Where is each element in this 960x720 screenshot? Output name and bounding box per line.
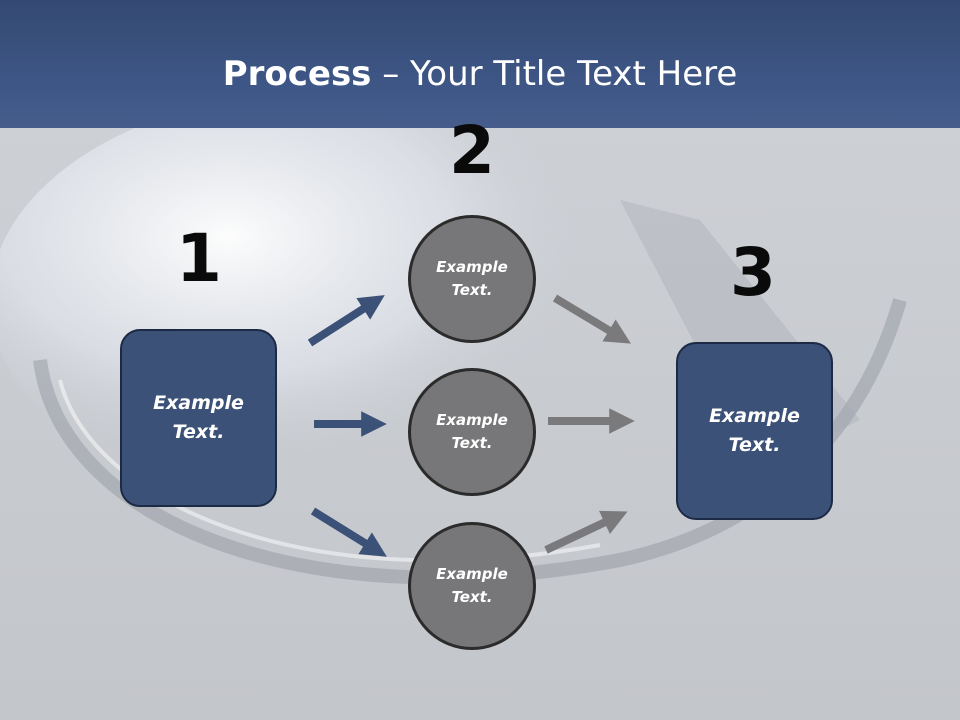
circle-top-line2: Text. xyxy=(451,281,493,299)
process-circle-middle[interactable]: Example Text. xyxy=(408,368,536,496)
arrow-down-right-2 xyxy=(552,294,631,344)
right-box-line1: Example xyxy=(709,405,800,427)
slide-title[interactable]: Process – Your Title Text Here xyxy=(0,52,960,96)
circle-top-line1: Example xyxy=(436,258,508,276)
circle-bottom-line2: Text. xyxy=(451,588,493,606)
circle-bottom-line1: Example xyxy=(436,565,508,583)
title-bold: Process xyxy=(222,54,372,94)
left-process-box[interactable]: Example Text. xyxy=(120,329,277,507)
circle-middle-line1: Example xyxy=(436,411,508,429)
step-number-3: 3 xyxy=(730,234,776,311)
step-number-2: 2 xyxy=(449,112,495,189)
left-box-line1: Example xyxy=(153,392,244,414)
arrow-up-right-1 xyxy=(307,295,385,347)
process-circle-top[interactable]: Example Text. xyxy=(408,215,536,343)
step-number-1: 1 xyxy=(176,220,222,297)
right-process-box[interactable]: Example Text. xyxy=(676,342,833,520)
arrow-up-right-2 xyxy=(544,510,628,554)
arrow-down-right-1 xyxy=(310,507,387,557)
right-box-line2: Text. xyxy=(728,434,781,456)
left-box-line2: Text. xyxy=(172,421,225,443)
title-bar xyxy=(0,0,960,128)
process-circle-bottom[interactable]: Example Text. xyxy=(408,522,536,650)
title-rest: – Your Title Text Here xyxy=(371,54,738,94)
circle-middle-line2: Text. xyxy=(451,434,493,452)
